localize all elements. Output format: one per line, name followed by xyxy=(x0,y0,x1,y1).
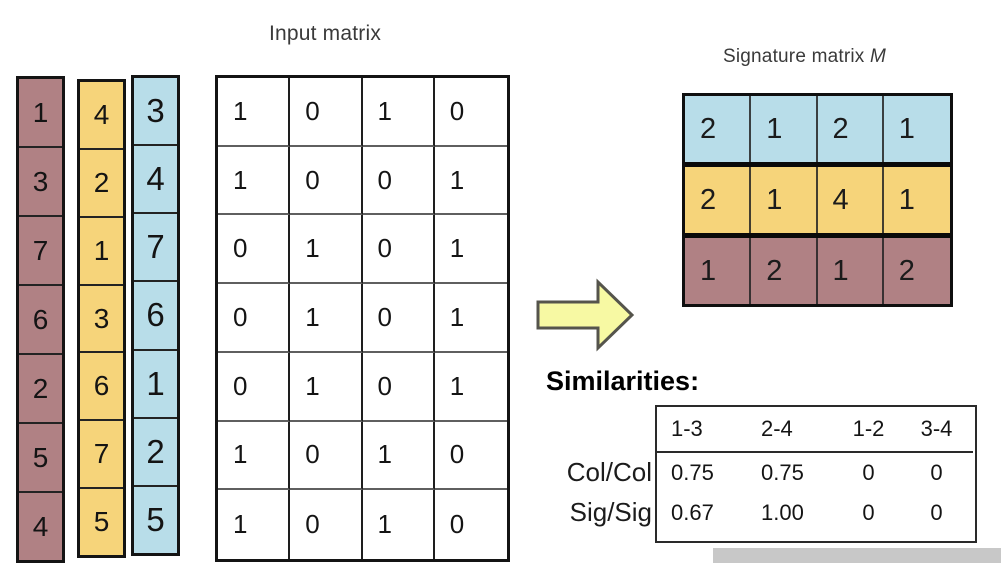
input-cell: 0 xyxy=(290,78,363,147)
perm-red-cell: 7 xyxy=(19,217,62,286)
perm-red-cell: 1 xyxy=(19,79,62,148)
sim-value-cell: 1.00 xyxy=(761,500,804,525)
signature-matrix-title-text: Signature matrix xyxy=(722,46,870,67)
input-cell: 1 xyxy=(362,78,435,147)
signature-row-blue: 2 1 2 1 xyxy=(685,96,950,167)
input-cell: 1 xyxy=(290,284,363,353)
permutation-column-yellow: 4 2 1 3 6 7 5 xyxy=(77,79,126,558)
signature-cell: 4 xyxy=(818,167,884,233)
input-matrix-title: Input matrix xyxy=(268,22,382,45)
signature-cell: 1 xyxy=(818,238,884,304)
signature-cell: 2 xyxy=(685,96,752,162)
input-cell: 0 xyxy=(362,146,435,216)
perm-yellow-cell: 4 xyxy=(80,82,123,150)
perm-red-cell: 5 xyxy=(19,424,62,493)
input-cell: 1 xyxy=(290,352,363,422)
signature-cell: 2 xyxy=(818,96,884,162)
input-cell: 1 xyxy=(434,215,507,285)
input-cell: 1 xyxy=(434,147,507,216)
input-cell: 1 xyxy=(290,215,363,285)
sim-row-label-col: Col/Col xyxy=(566,457,652,487)
input-cell: 1 xyxy=(434,353,507,422)
sim-value-cell: 0 xyxy=(930,460,943,485)
signature-cell: 2 xyxy=(751,238,818,304)
input-cell: 1 xyxy=(363,490,435,559)
perm-blue-cell: 6 xyxy=(134,282,177,351)
input-cell: 0 xyxy=(218,215,291,285)
input-cell: 0 xyxy=(434,422,507,491)
similarities-table: 1-3 2-4 1-2 3-4 0.75 0.75 0 0 0.67 1.00 … xyxy=(655,405,977,543)
perm-yellow-cell: 1 xyxy=(80,218,123,286)
sim-header-cell: 1-2 xyxy=(837,407,900,453)
perm-blue-cell: 2 xyxy=(134,419,177,487)
sim-value-cell: 0.67 xyxy=(671,500,714,525)
perm-yellow-cell: 6 xyxy=(80,353,123,422)
signature-matrix-title-m: M xyxy=(869,46,887,67)
signature-cell: 1 xyxy=(685,238,752,304)
sim-value-cell: 0.75 xyxy=(761,460,804,485)
input-cell: 1 xyxy=(218,78,291,147)
sim-value-cell: 0.75 xyxy=(671,460,714,485)
sim-row-label-sig: Sig/Sig xyxy=(569,497,652,527)
signature-cell: 1 xyxy=(898,112,915,145)
input-cell: 0 xyxy=(290,490,363,559)
sim-value-cell: 0 xyxy=(862,500,875,525)
perm-yellow-cell: 5 xyxy=(93,506,110,538)
perm-yellow-cell: 7 xyxy=(80,421,123,490)
sim-value-cell: 0 xyxy=(862,460,875,485)
perm-yellow-cell: 3 xyxy=(80,286,123,354)
signature-cell: 1 xyxy=(751,167,818,233)
permutation-column-red: 1 3 7 6 2 5 4 xyxy=(16,76,65,563)
signature-cell: 1 xyxy=(898,183,915,216)
signature-matrix-title: Signature matrix M xyxy=(682,46,927,68)
input-cell: 0 xyxy=(218,352,291,422)
perm-red-cell: 6 xyxy=(19,286,62,355)
perm-blue-cell: 1 xyxy=(134,351,177,419)
input-cell: 1 xyxy=(218,146,291,216)
input-cell: 1 xyxy=(434,284,507,353)
perm-red-cell: 3 xyxy=(19,148,62,217)
input-cell: 0 xyxy=(434,78,507,147)
sim-header-cell: 2-4 xyxy=(747,407,837,453)
perm-blue-cell: 7 xyxy=(134,214,177,283)
perm-red-cell: 4 xyxy=(32,510,49,542)
sim-header-cell: 1-3 xyxy=(657,407,747,453)
input-cell: 0 xyxy=(362,352,435,422)
signature-cell: 2 xyxy=(898,254,915,287)
input-matrix: 1 0 1 0 1 0 0 1 0 1 0 1 0 1 0 1 0 1 0 1 … xyxy=(215,75,510,562)
input-cell: 1 xyxy=(218,490,291,559)
permutation-column-blue: 3 4 7 6 1 2 5 xyxy=(131,75,180,556)
perm-yellow-cell: 2 xyxy=(80,150,123,218)
perm-blue-cell: 4 xyxy=(134,146,177,215)
sim-value-cell: 0 xyxy=(930,500,943,525)
input-cell: 0 xyxy=(362,284,435,353)
input-cell: 0 xyxy=(362,215,435,285)
perm-blue-cell: 3 xyxy=(134,78,177,147)
sim-header-cell: 3-4 xyxy=(900,407,973,453)
signature-cell: 1 xyxy=(751,96,818,162)
signature-row-yellow: 2 1 4 1 xyxy=(685,167,950,238)
signature-row-red: 1 2 1 2 xyxy=(685,238,950,304)
input-cell: 1 xyxy=(362,421,435,491)
table-shadow xyxy=(713,548,1001,563)
perm-blue-cell: 5 xyxy=(146,500,165,538)
input-cell: 0 xyxy=(290,421,363,491)
similarities-heading: Similarities: xyxy=(546,366,700,396)
signature-matrix: 2 1 2 1 2 1 4 1 1 2 1 2 xyxy=(682,93,953,307)
perm-red-cell: 2 xyxy=(19,355,62,424)
input-cell: 1 xyxy=(218,421,291,491)
right-block-arrow-icon xyxy=(536,278,635,352)
input-cell: 0 xyxy=(449,509,465,540)
signature-cell: 2 xyxy=(685,167,752,233)
input-cell: 0 xyxy=(218,284,291,353)
input-cell: 0 xyxy=(290,146,363,216)
